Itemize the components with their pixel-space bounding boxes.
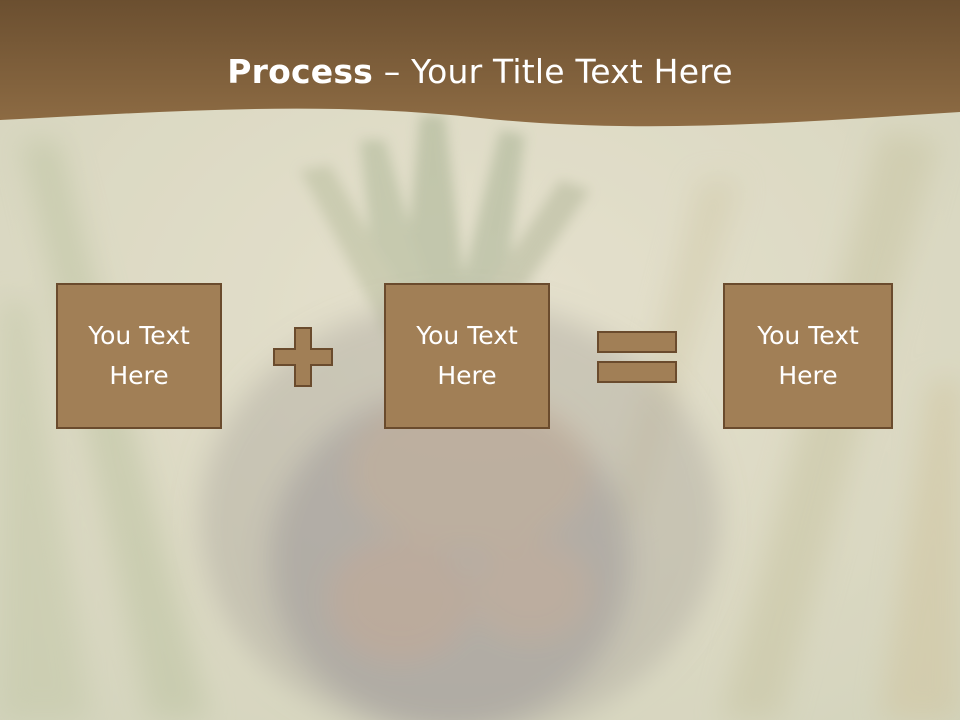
plus-icon	[273, 327, 333, 387]
process-box-3[interactable]: You Text Here	[723, 283, 893, 429]
title-bold-part: Process	[227, 52, 374, 91]
process-box-1-text: You Text Here	[88, 321, 190, 390]
process-box-2-text: You Text Here	[416, 321, 518, 390]
process-box-2[interactable]: You Text Here	[384, 283, 550, 429]
process-box-1[interactable]: You Text Here	[56, 283, 222, 429]
process-box-3-text: You Text Here	[757, 321, 859, 390]
slide-title: Process – Your Title Text Here	[0, 52, 960, 91]
equals-icon	[597, 331, 677, 383]
header-band	[0, 0, 960, 127]
title-rest-part: – Your Title Text Here	[373, 52, 733, 91]
